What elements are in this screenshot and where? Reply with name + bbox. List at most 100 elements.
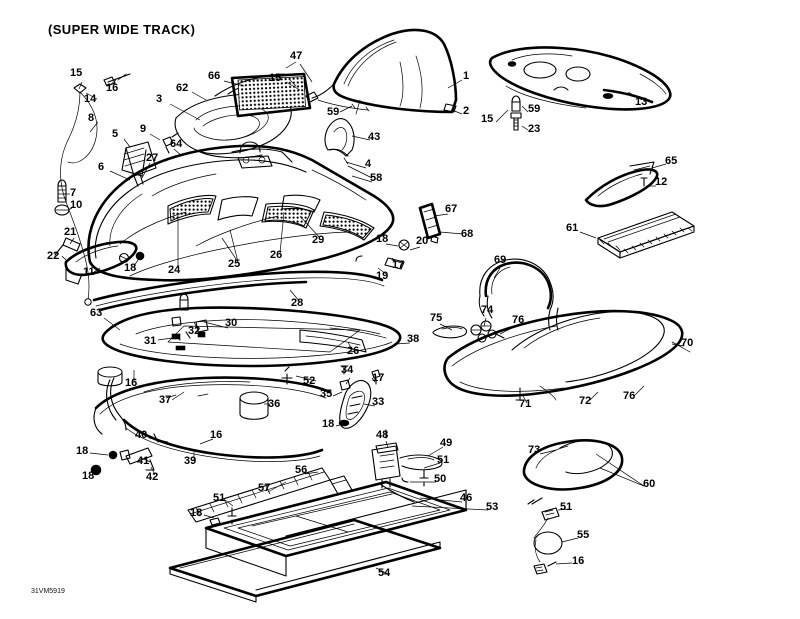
callout-38: 38 <box>407 333 420 345</box>
callout-6: 6 <box>98 161 105 173</box>
callout-12: 12 <box>655 176 668 188</box>
callout-54: 54 <box>378 567 391 579</box>
callout-62: 62 <box>176 82 189 94</box>
callout-50: 50 <box>434 473 447 485</box>
callout-18d: 18 <box>76 445 89 457</box>
callout-18a: 18 <box>124 262 137 274</box>
group-bracket-5-9-27 <box>121 132 179 187</box>
callout-49: 49 <box>440 437 453 449</box>
group-fastener-15-59-23 <box>510 95 522 131</box>
callout-9: 9 <box>140 123 147 135</box>
group-side-panel-13 <box>488 46 672 111</box>
callout-51b: 51 <box>213 492 226 504</box>
group-small-parts-7-10-21-22-11-18 <box>54 179 145 285</box>
group-handle-65-12 <box>584 161 659 208</box>
callout-4: 4 <box>365 158 372 170</box>
callout-7: 7 <box>70 187 77 199</box>
hardware-74 <box>470 320 505 343</box>
callout-36: 36 <box>268 398 281 410</box>
callout-5: 5 <box>112 128 119 140</box>
group-hood-main-6 <box>87 141 395 282</box>
callout-18f: 18 <box>190 507 203 519</box>
callout-51c: 51 <box>560 501 573 513</box>
callout-17b: 17 <box>372 372 385 384</box>
group-cap-55-51-16 <box>527 497 563 575</box>
callout-74: 74 <box>481 304 494 316</box>
callout-21: 21 <box>64 226 77 238</box>
callout-19: 19 <box>376 270 389 282</box>
callout-72: 72 <box>579 395 592 407</box>
callout-14: 14 <box>84 93 97 105</box>
callout-59a: 59 <box>327 106 340 118</box>
callout-18b: 18 <box>376 233 389 245</box>
callout-57: 57 <box>258 482 271 494</box>
callout-42: 42 <box>146 471 159 483</box>
callout-26a: 26 <box>270 249 283 261</box>
callout-22: 22 <box>47 250 60 262</box>
callout-2: 2 <box>463 105 470 117</box>
callout-15b: 15 <box>269 72 282 84</box>
callout-15a: 15 <box>70 67 83 79</box>
group-storage-box-46-53-54 <box>168 480 468 603</box>
callout-58: 58 <box>370 172 383 184</box>
callout-18c: 18 <box>322 418 335 430</box>
callout-16c: 16 <box>210 429 223 441</box>
callout-8: 8 <box>88 112 95 124</box>
callout-1: 1 <box>463 70 470 82</box>
callout-76b: 76 <box>623 390 636 402</box>
callout-55: 55 <box>577 529 590 541</box>
drawing-code: 31VM5919 <box>31 588 65 595</box>
group-seat-70-71-72-76 <box>443 309 691 401</box>
leader-lines <box>61 63 685 575</box>
callout-52: 52 <box>303 375 316 387</box>
group-mat-61 <box>597 211 695 259</box>
callout-18e: 18 <box>82 470 95 482</box>
callout-25: 25 <box>228 258 241 270</box>
callout-61: 61 <box>566 222 579 234</box>
callout-15c: 15 <box>481 113 494 125</box>
callout-67: 67 <box>445 203 458 215</box>
callout-76a: 76 <box>512 314 525 326</box>
callout-41: 41 <box>137 455 150 467</box>
group-deflector-43-4-58 <box>324 118 373 179</box>
callout-31: 31 <box>144 335 157 347</box>
callout-37: 37 <box>159 394 172 406</box>
callout-71: 71 <box>519 398 532 410</box>
callout-40: 40 <box>135 429 148 441</box>
callout-60: 60 <box>643 478 656 490</box>
callout-17a: 17 <box>392 259 405 271</box>
callout-33: 33 <box>372 396 385 408</box>
callout-32: 32 <box>188 325 201 337</box>
callout-47: 47 <box>290 50 303 62</box>
group-handrail-69-74-75-76 <box>432 258 559 343</box>
callout-16d: 16 <box>572 555 585 567</box>
callout-30: 30 <box>225 317 238 329</box>
callout-70: 70 <box>681 337 694 349</box>
callout-68: 68 <box>461 228 474 240</box>
callout-73: 73 <box>528 444 541 456</box>
callout-35: 35 <box>320 388 333 400</box>
callout-43: 43 <box>368 131 381 143</box>
callout-75: 75 <box>430 312 443 324</box>
callout-28: 28 <box>291 297 304 309</box>
callout-59b: 59 <box>528 103 541 115</box>
callout-27: 27 <box>146 152 159 164</box>
page-title: (SUPER WIDE TRACK) <box>48 22 196 37</box>
callout-69: 69 <box>494 254 507 266</box>
callout-56: 56 <box>295 464 308 476</box>
callout-65: 65 <box>665 155 678 167</box>
callout-23: 23 <box>528 123 541 135</box>
group-antenna-cable-15-16-14-8 <box>60 73 131 306</box>
callout-34: 34 <box>341 364 354 376</box>
callout-63: 63 <box>90 307 103 319</box>
callout-20: 20 <box>416 235 429 247</box>
callout-66: 66 <box>208 70 221 82</box>
callout-16b: 16 <box>125 377 138 389</box>
callout-51a: 51 <box>437 454 450 466</box>
group-windshield-1-2-47-15-59 <box>285 28 458 115</box>
group-lower-pan-28-63-30-31-32 <box>101 293 402 368</box>
group-bumper-37-36-40-41-39-42 <box>90 366 332 476</box>
group-console-3-62-66-64 <box>174 72 312 159</box>
